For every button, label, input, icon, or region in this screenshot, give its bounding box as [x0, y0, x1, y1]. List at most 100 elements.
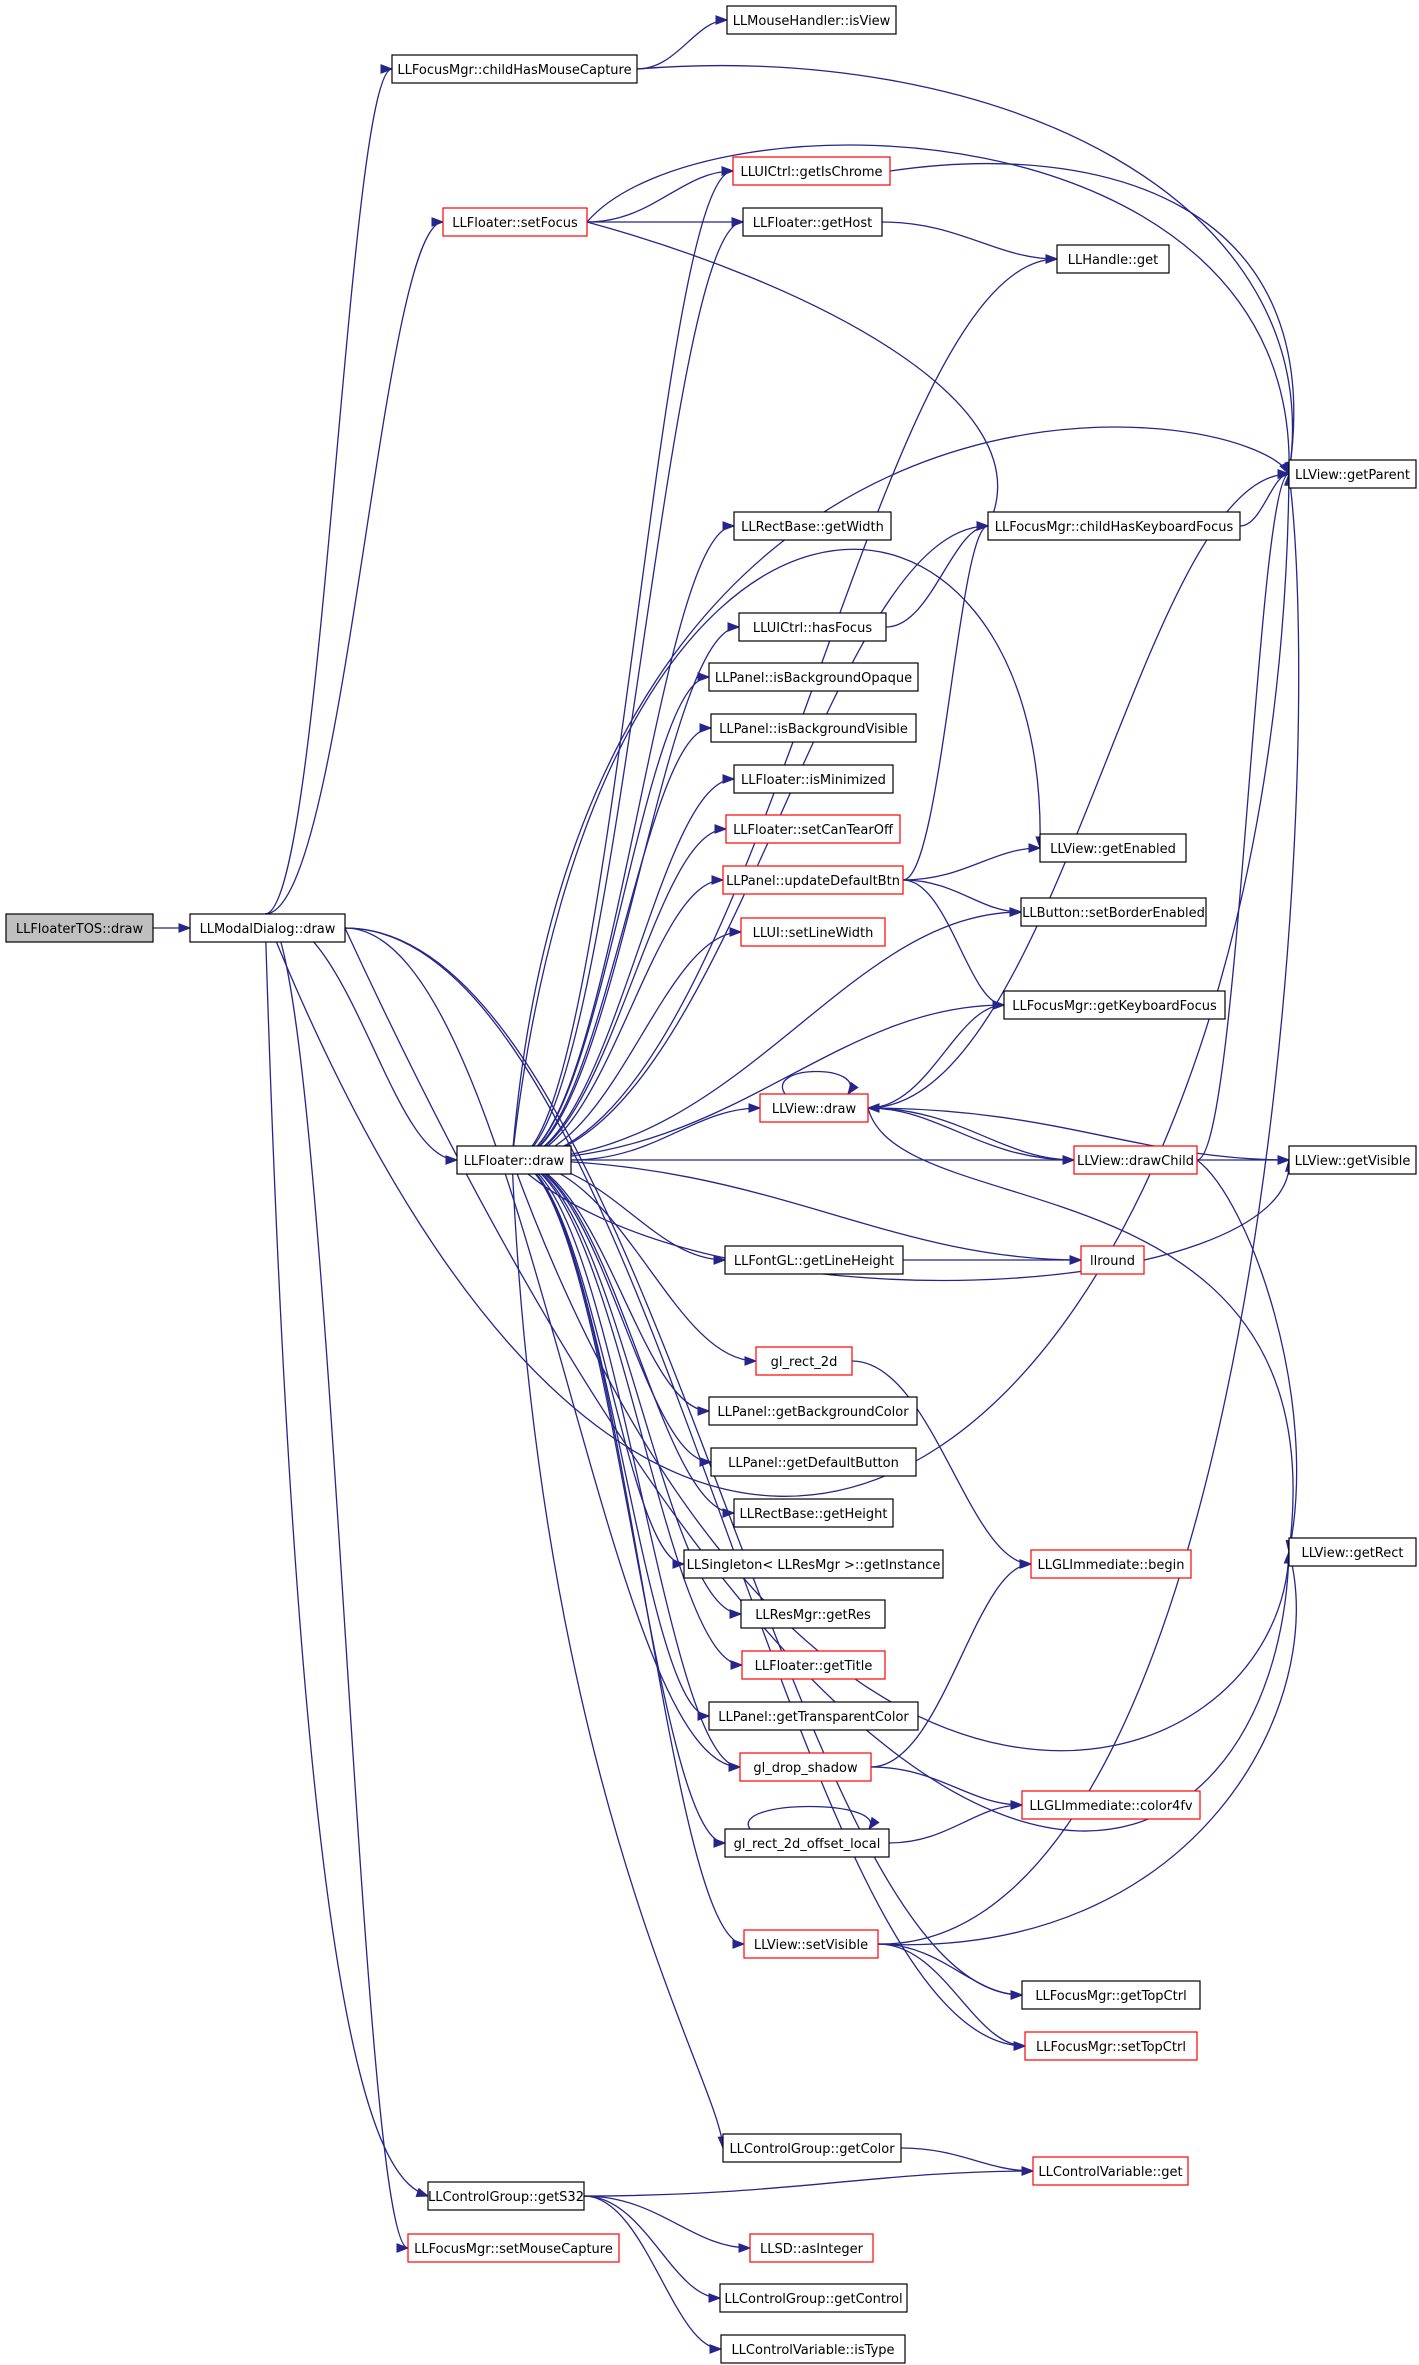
node-box[interactable] — [741, 1650, 886, 1680]
node-box[interactable] — [1032, 2156, 1189, 2186]
node-box[interactable] — [1288, 1537, 1417, 1567]
node-box[interactable] — [720, 2334, 906, 2364]
node-kbFocus[interactable]: LLFocusMgr::childHasKeyboardFocus — [987, 511, 1241, 541]
node-box[interactable] — [733, 764, 894, 794]
node-getRect[interactable]: LLView::getRect — [1288, 1537, 1417, 1567]
node-box[interactable] — [708, 1701, 919, 1731]
node-box[interactable] — [749, 2233, 874, 2263]
node-bgVisible[interactable]: LLPanel::isBackgroundVisible — [710, 713, 917, 743]
node-box[interactable] — [1073, 1145, 1198, 1175]
node-box[interactable] — [719, 2283, 908, 2313]
node-box[interactable] — [722, 865, 904, 895]
node-getRes[interactable]: LLResMgr::getRes — [740, 1599, 886, 1629]
node-getKbFocus[interactable]: LLFocusMgr::getKeyboardFocus — [1003, 990, 1226, 1020]
node-box[interactable] — [742, 207, 883, 237]
node-box[interactable] — [1003, 990, 1226, 1020]
node-bgOpaque[interactable]: LLPanel::isBackgroundOpaque — [708, 662, 919, 692]
node-box[interactable] — [743, 1929, 879, 1959]
node-isMin[interactable]: LLFloater::isMinimized — [733, 764, 894, 794]
node-borderEn[interactable]: LLButton::setBorderEnabled — [1020, 897, 1207, 927]
node-box[interactable] — [456, 1145, 572, 1175]
node-box[interactable] — [5, 913, 154, 943]
node-getTitle[interactable]: LLFloater::getTitle — [741, 1650, 886, 1680]
node-tearOff[interactable]: LLFloater::setCanTearOff — [725, 814, 901, 844]
node-singleton[interactable]: LLSingleton< LLResMgr >::getInstance — [683, 1549, 944, 1579]
node-mouseCapture[interactable]: LLFocusMgr::childHasMouseCapture — [391, 54, 638, 84]
node-box[interactable] — [427, 2181, 585, 2211]
node-getParent[interactable]: LLView::getParent — [1288, 459, 1417, 489]
node-drawChild[interactable]: LLView::drawChild — [1073, 1145, 1198, 1175]
node-box[interactable] — [1288, 1145, 1417, 1175]
node-box[interactable] — [722, 2133, 902, 2163]
node-transColor[interactable]: LLPanel::getTransparentColor — [708, 1701, 919, 1731]
node-rectHeight[interactable]: LLRectBase::getHeight — [733, 1498, 894, 1528]
node-box[interactable] — [733, 511, 892, 541]
node-box[interactable] — [738, 612, 887, 642]
node-dropShadow[interactable]: gl_drop_shadow — [739, 1752, 872, 1782]
node-box[interactable] — [1020, 897, 1207, 927]
node-box[interactable] — [1056, 244, 1170, 274]
node-modal[interactable]: LLModalDialog::draw — [189, 913, 346, 943]
node-setVisible[interactable]: LLView::setVisible — [743, 1929, 879, 1959]
node-cvGet[interactable]: LLControlVariable::get — [1032, 2156, 1189, 2186]
node-setTopCtrl[interactable]: LLFocusMgr::setTopCtrl — [1024, 2031, 1198, 2061]
node-getControl[interactable]: LLControlGroup::getControl — [719, 2283, 908, 2313]
node-glBegin[interactable]: LLGLImmediate::begin — [1030, 1549, 1192, 1579]
node-box[interactable] — [683, 1549, 944, 1579]
node-setMouseCap[interactable]: LLFocusMgr::setMouseCapture — [407, 2233, 620, 2263]
node-box[interactable] — [442, 207, 588, 237]
node-defButton[interactable]: LLPanel::getDefaultButton — [710, 1447, 917, 1477]
node-rectWidth[interactable]: LLRectBase::getWidth — [733, 511, 892, 541]
node-box[interactable] — [987, 511, 1241, 541]
node-bgColor[interactable]: LLPanel::getBackgroundColor — [708, 1396, 918, 1426]
node-box[interactable] — [733, 1498, 894, 1528]
node-box[interactable] — [1021, 1790, 1201, 1820]
node-getTopCtrl[interactable]: LLFocusMgr::getTopCtrl — [1021, 1980, 1201, 2010]
node-getS32[interactable]: LLControlGroup::getS32 — [427, 2181, 585, 2211]
node-lineHeight[interactable]: LLFontGL::getLineHeight — [724, 1245, 904, 1275]
node-handleGet[interactable]: LLHandle::get — [1056, 244, 1170, 274]
node-box[interactable] — [710, 1447, 917, 1477]
node-setFocus[interactable]: LLFloater::setFocus — [442, 207, 588, 237]
node-rect2d[interactable]: gl_rect_2d — [755, 1346, 853, 1376]
node-floaterDraw[interactable]: LLFloater::draw — [456, 1145, 572, 1175]
node-box[interactable] — [189, 913, 346, 943]
node-isChrome[interactable]: LLUICtrl::getIsChrome — [732, 156, 891, 186]
node-box[interactable] — [1024, 2031, 1198, 2061]
node-box[interactable] — [725, 814, 901, 844]
node-box[interactable] — [726, 5, 897, 35]
node-cgGetColor[interactable]: LLControlGroup::getColor — [722, 2133, 902, 2163]
node-box[interactable] — [740, 917, 886, 947]
node-color4fv[interactable]: LLGLImmediate::color4fv — [1021, 1790, 1201, 1820]
node-isView[interactable]: LLMouseHandler::isView — [726, 5, 897, 35]
node-llround[interactable]: llround — [1080, 1245, 1145, 1275]
node-box[interactable] — [1030, 1549, 1192, 1579]
node-lineWidth[interactable]: LLUI::setLineWidth — [740, 917, 886, 947]
node-box[interactable] — [724, 1828, 890, 1858]
node-box[interactable] — [1288, 459, 1417, 489]
node-box[interactable] — [732, 156, 891, 186]
node-box[interactable] — [1080, 1245, 1145, 1275]
node-getHost[interactable]: LLFloater::getHost — [742, 207, 883, 237]
node-box[interactable] — [759, 1093, 869, 1123]
node-box[interactable] — [391, 54, 638, 84]
node-box[interactable] — [739, 1752, 872, 1782]
node-asInteger[interactable]: LLSD::asInteger — [749, 2233, 874, 2263]
node-getVisible[interactable]: LLView::getVisible — [1288, 1145, 1417, 1175]
node-box[interactable] — [724, 1245, 904, 1275]
node-box[interactable] — [708, 1396, 918, 1426]
node-box[interactable] — [1021, 1980, 1201, 2010]
node-root[interactable]: LLFloaterTOS::draw — [5, 913, 154, 943]
node-viewDraw[interactable]: LLView::draw — [759, 1093, 869, 1123]
node-updDefBtn[interactable]: LLPanel::updateDefaultBtn — [722, 865, 904, 895]
node-box[interactable] — [740, 1599, 886, 1629]
node-box[interactable] — [710, 713, 917, 743]
node-box[interactable] — [407, 2233, 620, 2263]
node-hasFocus[interactable]: LLUICtrl::hasFocus — [738, 612, 887, 642]
node-getEnabled[interactable]: LLView::getEnabled — [1039, 833, 1187, 863]
node-rectOffset[interactable]: gl_rect_2d_offset_local — [724, 1828, 890, 1858]
node-box[interactable] — [755, 1346, 853, 1376]
node-isType[interactable]: LLControlVariable::isType — [720, 2334, 906, 2364]
node-box[interactable] — [708, 662, 919, 692]
node-box[interactable] — [1039, 833, 1187, 863]
